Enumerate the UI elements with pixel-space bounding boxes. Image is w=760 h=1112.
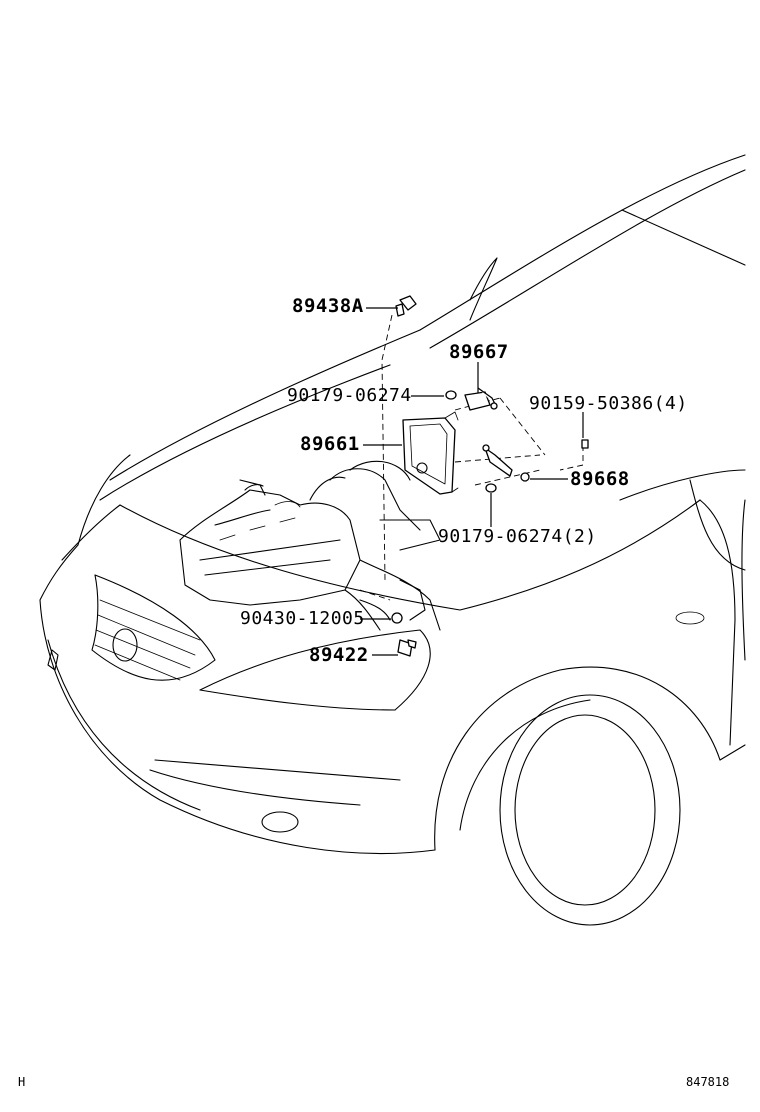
part-label-90179-06274-top[interactable]: 90179-06274 (287, 385, 412, 406)
car-body-outline (39, 154, 746, 926)
footer-left-mark: H (18, 1075, 26, 1089)
part-label-89422[interactable]: 89422 (309, 644, 369, 666)
part-label-89668[interactable]: 89668 (570, 468, 630, 490)
nut-90179-bottom-part (485, 483, 497, 493)
figure-number: 847818 (686, 1075, 730, 1089)
leader-lines (360, 307, 584, 656)
sensor-89438a-part (395, 295, 417, 317)
sensor-89422-part (397, 639, 417, 657)
bracket-89668-part (482, 444, 530, 482)
nut-90179-top-part (445, 390, 457, 400)
part-label-90430-12005[interactable]: 90430-12005 (240, 608, 365, 629)
engine-outline (179, 460, 441, 631)
assembly-dashed-lines (359, 314, 584, 601)
part-label-89438a[interactable]: 89438A (292, 295, 364, 317)
part-label-90179-06274-bottom[interactable]: 90179-06274(2) (438, 526, 597, 547)
part-label-89661[interactable]: 89661 (300, 433, 360, 455)
bolt-90159-part (581, 439, 589, 449)
part-label-89667[interactable]: 89667 (449, 341, 509, 363)
gasket-90430-part (391, 612, 403, 624)
bracket-89667-part (464, 387, 498, 411)
part-label-90159-50386[interactable]: 90159-50386(4) (529, 393, 688, 414)
ecu-89661-part (402, 411, 459, 495)
